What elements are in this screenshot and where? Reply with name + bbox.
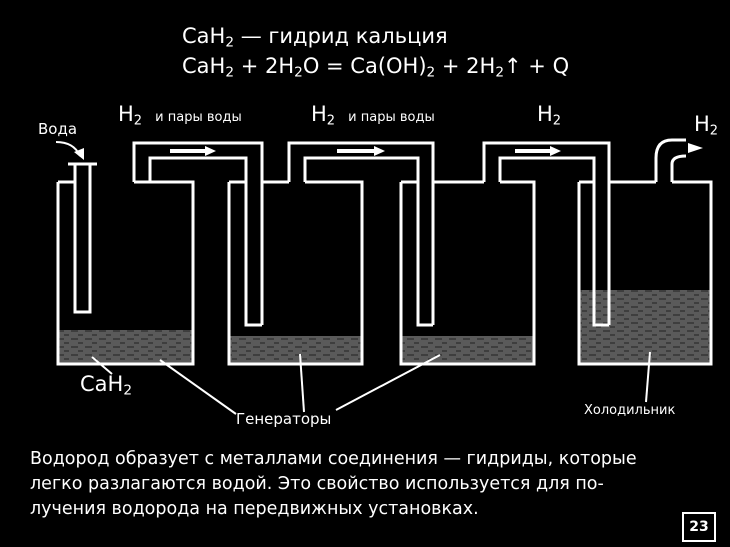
water-label: Вода [38,120,78,138]
h2-outlet-label: H2 [694,112,718,138]
h2-label-1: H2 и пары воды [118,102,242,128]
vapor-label-2: и пары воды [348,110,435,125]
h2-label-2: H2 и пары воды [311,102,435,128]
h2-label-3: H2 [537,102,561,128]
flow-arrow-icon-1 [170,146,216,156]
formula1-part: — гидрид кальция [234,24,448,48]
liquid-cooler [579,290,711,364]
cooler-label: Холодильник [584,403,676,418]
liquid-generator-2 [229,336,362,364]
outlet-arrow-icon [688,143,703,153]
caption-line-2: легко разлагаются водой. Это свойство ис… [30,474,604,494]
eq-part: CaH [182,54,226,78]
liquid-generator-3 [401,336,534,364]
h2-sub: 2 [552,113,562,129]
h2-sub: 2 [709,123,719,139]
eq-part: + 2H [435,54,496,78]
eq-sub: 2 [495,64,505,81]
generator-vessel-2 [227,180,364,366]
formula1-part: CaH [182,24,226,48]
connecting-tube-2 [287,141,435,327]
h2-symbol: H [537,102,553,126]
cah2-main: CaH [80,372,124,396]
water-arrowhead-icon [74,148,84,160]
leader-lines [91,351,651,415]
h2-sub: 2 [326,113,336,129]
formula1-sub: 2 [225,34,235,51]
generator-vessel-1 [56,180,195,366]
cooler-vessel [577,180,713,366]
eq-sub: 2 [294,64,303,81]
eq-part: + 2H [234,54,295,78]
caption-line-3: лучения водорода на передвижных установк… [30,499,479,519]
connecting-tube-3 [482,141,611,327]
page-number: 23 [682,512,716,542]
cah2-label: CaH2 [80,372,132,398]
flow-arrow-icon-2 [337,146,385,156]
generators-label: Генераторы [236,410,332,428]
caption-line-1: Водород образует с металлами соединения … [30,449,637,469]
connecting-tube-1 [132,141,264,327]
water-inlet-tube [68,162,97,314]
h2-symbol: H [694,112,710,136]
cah2-sub: 2 [123,382,133,399]
liquid-generator-1 [58,330,193,364]
h2-symbol: H [118,102,134,126]
reaction-equation: CaH2 + 2H2O = Ca(OH)2 + 2H2↑ + Q [182,54,569,80]
vapor-label-1: и пары воды [155,110,242,125]
formula-title: CaH2 — гидрид кальция [182,24,448,50]
eq-part: + Q [521,54,570,78]
outlet-tube [654,138,687,182]
h2-symbol: H [311,102,327,126]
eq-sub: 2 [225,64,235,81]
gas-arrow: ↑ [504,54,522,78]
generator-vessel-3 [399,180,536,366]
eq-part: O = Ca(OH) [302,54,427,78]
flow-arrow-icon-3 [515,146,561,156]
caption: Водород образует с металлами соединения … [30,447,720,522]
eq-sub: 2 [426,64,436,81]
h2-sub: 2 [133,113,143,129]
